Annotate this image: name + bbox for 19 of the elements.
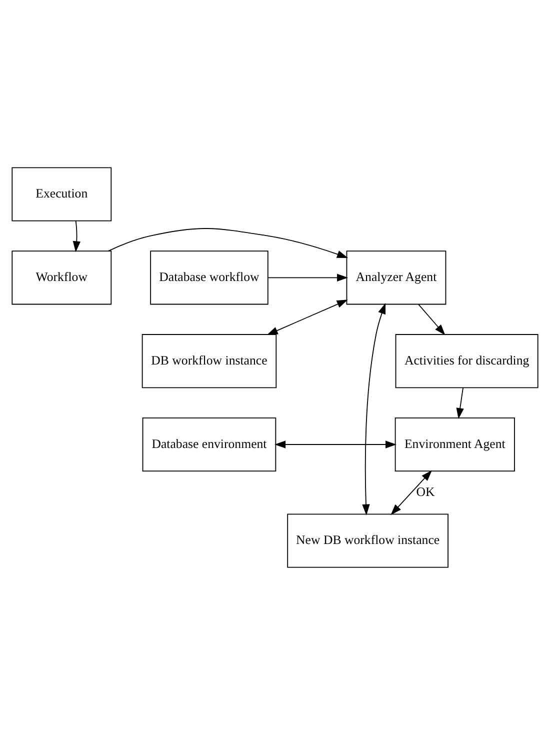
node-box: Workflow: [12, 250, 112, 305]
edge-label: OK: [416, 485, 435, 500]
node-box: Execution: [12, 167, 112, 222]
arrow: [390, 470, 432, 516]
arrow: [274, 440, 396, 448]
arrow: [268, 274, 348, 282]
node-box: Analyzer Agent: [346, 250, 446, 305]
node-box: New DB workflow instance: [287, 514, 448, 568]
arrow: [108, 228, 348, 258]
node-box: Database workflow: [150, 250, 268, 305]
node-box: Environment Agent: [394, 417, 515, 472]
arrow: [362, 302, 386, 516]
arrow: [418, 304, 446, 336]
arrow: [72, 220, 81, 252]
arrow: [456, 387, 464, 420]
node-box: Database environment: [142, 417, 276, 472]
node-box: DB workflow instance: [142, 334, 277, 388]
arrow: [266, 300, 348, 336]
node-box: Activities for discarding: [395, 334, 538, 388]
